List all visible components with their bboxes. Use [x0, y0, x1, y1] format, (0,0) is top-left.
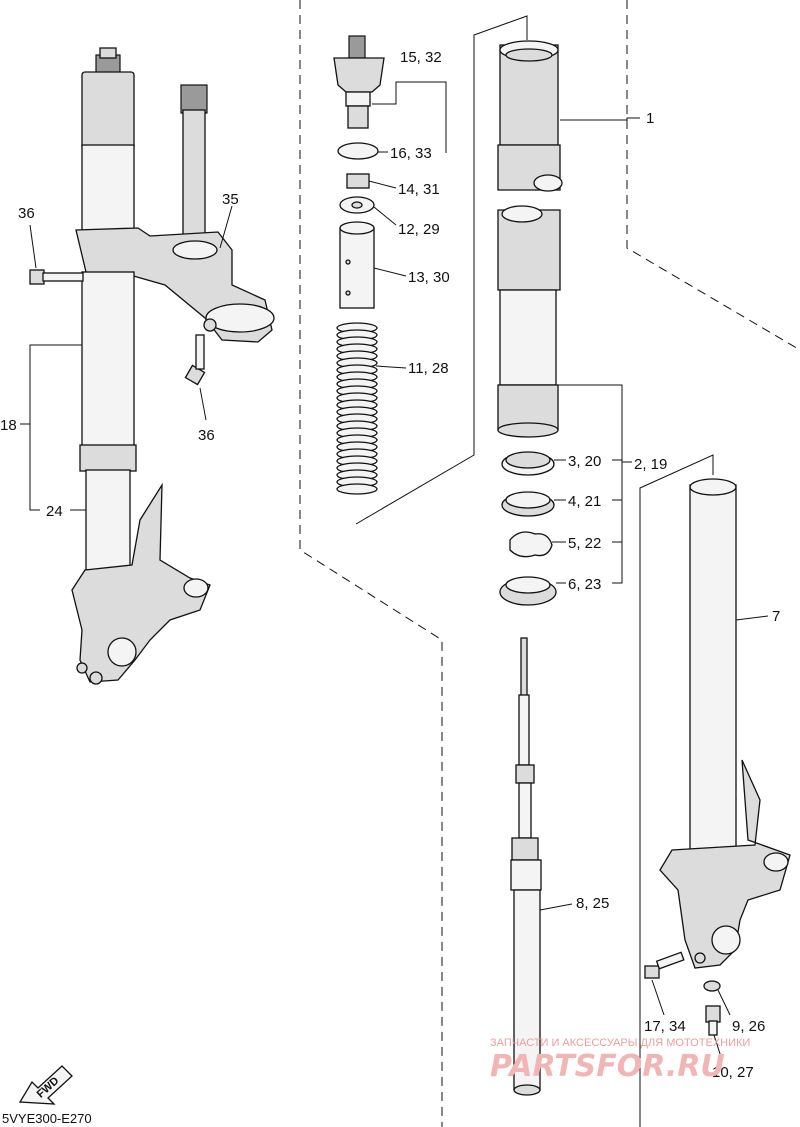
callout-12-29: 12, 29: [398, 221, 440, 238]
callout-14-31: 14, 31: [398, 181, 440, 198]
diagram-code: 5VYE300-E270: [2, 1111, 92, 1126]
callout-13-30: 13, 30: [408, 269, 450, 286]
callout-7: 7: [772, 608, 780, 625]
nut-14: [346, 173, 370, 189]
callout-6-23: 6, 23: [568, 576, 601, 593]
seal-4: [501, 491, 555, 517]
callout-36-upper: 36: [18, 205, 35, 222]
callout-2-19: 2, 19: [634, 456, 667, 473]
group-outline: [299, 0, 443, 1127]
callout-5-22: 5, 22: [568, 535, 601, 552]
callout-35: 35: [222, 191, 239, 208]
bolt-17: [644, 951, 685, 979]
callout-11-28: 11, 28: [408, 360, 449, 377]
callout-9-26: 9, 26: [732, 1018, 765, 1035]
washer-9: [703, 980, 721, 992]
callout-1: 1: [646, 110, 654, 127]
callout-24: 24: [46, 503, 63, 520]
callout-8-25: 8, 25: [576, 895, 609, 912]
leader-lines: [20, 15, 769, 1127]
group-outline-right: [626, 0, 800, 351]
callout-36-lower: 36: [198, 427, 215, 444]
callout-4-21: 4, 21: [568, 493, 601, 510]
spring-11: [336, 322, 378, 495]
watermark-tagline: ЗАПЧАСТИ И АКСЕССУАРЫ ДЛЯ МОТОТЕХНИКИ: [490, 1037, 750, 1049]
watermark-logo: PARTSFOR.RU: [490, 1049, 725, 1084]
assembled-fork-left: [71, 47, 275, 685]
outer-tube-1: [497, 40, 563, 438]
seal-3: [501, 451, 555, 476]
callout-18: 18: [0, 417, 17, 434]
damper-rod-8: [510, 637, 542, 1096]
bolt-36-lower: [184, 334, 206, 386]
spring-coil: [336, 483, 378, 495]
callout-15-32: 15, 32: [400, 49, 442, 66]
washer-12: [339, 196, 375, 214]
callout-3-20: 3, 20: [568, 453, 601, 470]
spacer-13: [339, 221, 375, 309]
clip-5: [509, 531, 553, 558]
cap-bolt-15: [333, 35, 385, 129]
fwd-arrow-icon: FWD: [18, 1065, 73, 1105]
bolt-10: [705, 1005, 721, 1036]
callout-17-34: 17, 34: [644, 1018, 686, 1035]
dust-seal-6: [499, 576, 557, 606]
inner-tube-7: [659, 478, 791, 969]
oring-16: [337, 142, 379, 160]
bolt-36-upper: [29, 269, 84, 285]
callout-16-33: 16, 33: [390, 145, 432, 162]
callout-10-27: 10, 27: [712, 1064, 754, 1081]
